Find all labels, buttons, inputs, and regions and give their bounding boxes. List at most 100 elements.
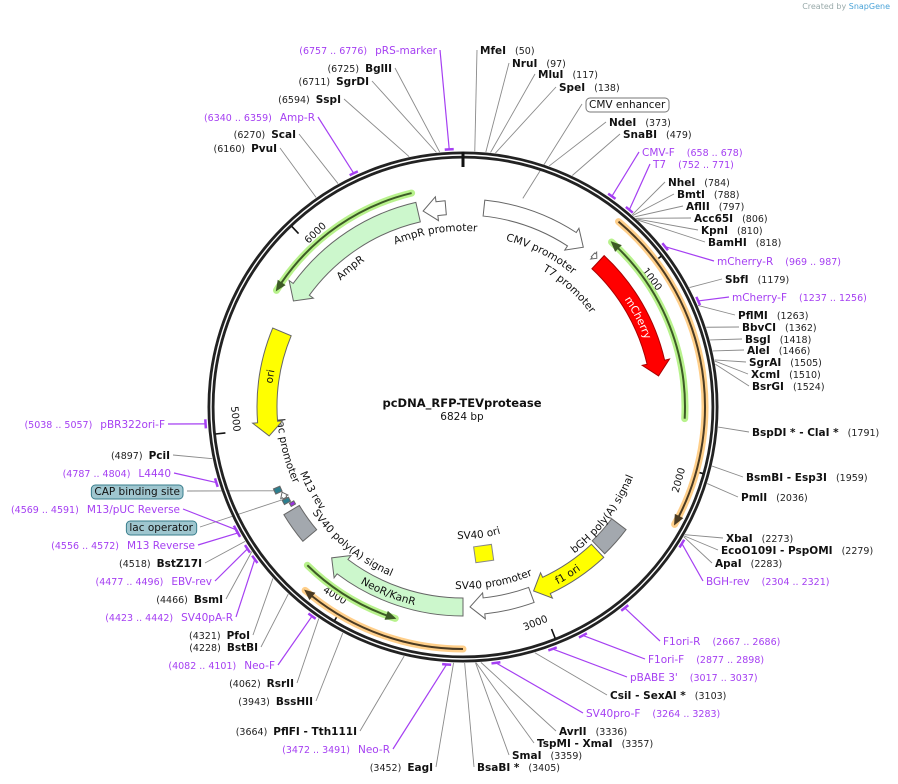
site-position: (4518): [119, 559, 151, 570]
enzyme-label-bamhi[interactable]: BamHI(818): [708, 237, 781, 249]
feature-orf-orange-1[interactable]: [615, 218, 709, 528]
leader-line: [624, 607, 661, 642]
feature-box-label-cap-binding-site[interactable]: CAP binding site: [90, 484, 184, 500]
enzyme-label-nrui[interactable]: NruI(97): [512, 58, 566, 70]
enzyme-label-tspmi-xmai[interactable]: TspMI - XmaI(3357): [537, 738, 653, 750]
enzyme-label-sgrai[interactable]: SgrAI(1505): [749, 357, 822, 369]
enzyme-label-pvui[interactable]: (6160)PvuI: [213, 143, 277, 155]
enzyme-label-bmti[interactable]: BmtI(788): [677, 189, 739, 201]
feature-mcherry[interactable]: mCherry: [591, 254, 671, 377]
primer-label-m13-reverse[interactable]: (4556 .. 4572)M13 Reverse: [51, 540, 195, 552]
site-name: BsgI: [745, 334, 771, 346]
primer-label-pbr322ori-f[interactable]: (5038 .. 5057)pBR322ori-F: [24, 419, 165, 431]
primer-label-cmv-f[interactable]: CMV-F(658 .. 678): [642, 147, 743, 159]
feature-cmv-promoter[interactable]: CMV promoter: [482, 199, 584, 277]
primer-label-f1ori-f[interactable]: F1ori-F(2877 .. 2898): [648, 654, 764, 666]
enzyme-label-xcmi[interactable]: XcmI(1510): [751, 369, 821, 381]
enzyme-label-sspi[interactable]: (6594)SspI: [278, 94, 341, 106]
feature-box-label-cmv-enhancer[interactable]: CMV enhancer: [585, 97, 670, 113]
enzyme-label-spei[interactable]: SpeI(138): [559, 82, 620, 94]
feature-sv40-ori[interactable]: SV40 ori: [457, 525, 502, 564]
primer-label-sv40pa-r[interactable]: (4423 .. 4442)SV40pA-R: [105, 612, 233, 624]
feature-ori[interactable]: ori: [251, 327, 292, 437]
primer-label-bgh-rev[interactable]: BGH-rev(2304 .. 2321): [706, 576, 829, 588]
feature-box-frame: [125, 520, 198, 536]
enzyme-label-csii-sexai[interactable]: CsiI - SexAI *(3103): [610, 690, 726, 702]
enzyme-label-bsgi[interactable]: BsgI(1418): [745, 334, 811, 346]
feature-lac-operator[interactable]: [281, 496, 292, 506]
enzyme-label-mfei[interactable]: MfeI(50): [480, 45, 535, 57]
enzyme-label-bglii[interactable]: (6725)BglII: [327, 63, 392, 75]
enzyme-label-bbvci[interactable]: BbvCI(1362): [742, 322, 817, 334]
primer-label-mcherry-f[interactable]: mCherry-F(1237 .. 1256): [732, 292, 867, 304]
enzyme-label-sgrdi[interactable]: (6711)SgrDI: [299, 76, 369, 88]
site-position: (1505): [790, 358, 822, 369]
enzyme-label-xbai[interactable]: XbaI(2273): [726, 533, 793, 545]
enzyme-label-kpni[interactable]: KpnI(810): [701, 225, 763, 237]
primer-label-ebv-rev[interactable]: (4477 .. 4496)EBV-rev: [96, 576, 213, 588]
leader-line: [714, 359, 747, 363]
enzyme-label-mlui[interactable]: MluI(117): [538, 69, 598, 81]
feature-orf-orange-2[interactable]: [301, 586, 467, 653]
enzyme-label-scai[interactable]: (6270)ScaI: [234, 129, 296, 141]
enzyme-label-pflmi[interactable]: PflMI(1263): [738, 310, 808, 322]
enzyme-label-bsmbi-esp3i[interactable]: BsmBI - Esp3I(1959): [746, 472, 868, 484]
enzyme-label-alei[interactable]: AleI(1466): [747, 345, 810, 357]
site-name: SmaI: [512, 750, 542, 762]
enzyme-label-pcii[interactable]: (4897)PciI: [111, 450, 170, 462]
enzyme-label-ecoo109i-pspomi[interactable]: EcoO109I - PspOMI(2279): [721, 545, 873, 557]
enzyme-label-apai[interactable]: ApaI(2283): [715, 558, 782, 570]
primer-label-mcherry-r[interactable]: mCherry-R(969 .. 987): [717, 256, 841, 268]
primer-label-amp-r[interactable]: (6340 .. 6359)Amp-R: [204, 112, 315, 124]
primer-site-mark: [678, 539, 686, 549]
feature-orf-green-1[interactable]: [608, 238, 689, 423]
feature-bgh-polya[interactable]: bGH poly(A) signal: [569, 473, 636, 556]
enzyme-label-bsrgi[interactable]: BsrGI(1524): [752, 381, 825, 393]
enzyme-label-avrii[interactable]: AvrII(3336): [559, 726, 627, 738]
enzyme-label-bsabi[interactable]: BsaBI *(3405): [477, 762, 560, 774]
site-name: XcmI: [751, 369, 780, 381]
feature-box-label-lac-operator[interactable]: lac operator: [125, 520, 198, 536]
enzyme-label-bspdi-clai[interactable]: BspDI * - ClaI *(1791): [752, 427, 879, 439]
feature-box-name: lac operator: [129, 522, 193, 534]
feature-neor-kanr[interactable]: NeoR/KanR: [331, 554, 464, 617]
enzyme-label-ndei[interactable]: NdeI(373): [609, 117, 671, 129]
feature-orf-green-3[interactable]: [272, 189, 416, 294]
svg-text:BbvCI(1362): BbvCI(1362): [742, 322, 817, 334]
primer-label-t7[interactable]: T7(752 .. 771): [652, 159, 734, 171]
enzyme-label-acc65i[interactable]: Acc65I(806): [694, 213, 768, 225]
primer-label-prs-marker[interactable]: (6757 .. 6776)pRS-marker: [299, 45, 437, 57]
enzyme-label-bsmi[interactable]: (4466)BsmI: [156, 594, 223, 606]
site-name: AleI: [747, 345, 770, 357]
enzyme-label-rsrii[interactable]: (4062)RsrII: [229, 678, 294, 690]
feature-cap-binding-site[interactable]: [272, 485, 283, 495]
primer-label-f1ori-r[interactable]: F1ori-R(2667 .. 2686): [663, 636, 780, 648]
primer-label-neo-f[interactable]: (4082 .. 4101)Neo-F: [168, 660, 275, 672]
primer-site-mark: [243, 544, 252, 554]
leader-line: [707, 483, 739, 498]
enzyme-label-aflii[interactable]: AflII(797): [686, 201, 744, 213]
primer-label-m13-puc-reverse[interactable]: (4569 .. 4591)M13/pUC Reverse: [11, 504, 180, 516]
feature-f1-ori[interactable]: f1 ori: [532, 543, 605, 600]
enzyme-label-pfoi[interactable]: (4321)PfoI: [189, 630, 250, 642]
site-position: (373): [645, 118, 671, 129]
enzyme-label-eagi[interactable]: (3452)EagI: [370, 762, 433, 774]
enzyme-label-bstz17i[interactable]: (4518)BstZ17I: [119, 558, 202, 570]
primer-label-l4440[interactable]: (4787 .. 4804)L4440: [63, 468, 171, 480]
enzyme-label-pmli[interactable]: PmlI(2036): [741, 492, 808, 504]
primer-label-sv40pro-f[interactable]: SV40pro-F(3264 .. 3283): [586, 708, 720, 720]
site-position: (6160): [213, 144, 245, 155]
enzyme-label-nhei[interactable]: NheI(784): [668, 177, 730, 189]
feature-orf-green-2[interactable]: [303, 561, 399, 622]
svg-text:(3472 .. 3491)Neo-R: (3472 .. 3491)Neo-R: [282, 744, 390, 756]
enzyme-label-bsshii[interactable]: (3943)BssHII: [238, 696, 313, 708]
enzyme-label-bstbi[interactable]: (4228)BstBI: [189, 642, 258, 654]
primer-label-pbabe-3[interactable]: pBABE 3'(3017 .. 3037): [630, 672, 758, 684]
enzyme-label-smai[interactable]: SmaI(3359): [512, 750, 582, 762]
enzyme-label-sbfi[interactable]: SbfI(1179): [725, 274, 789, 286]
site-position: (2036): [776, 493, 808, 504]
enzyme-label-pflfi-tth111i[interactable]: (3664)PflFI - Tth111I: [236, 726, 357, 738]
primer-label-neo-r[interactable]: (3472 .. 3491)Neo-R: [282, 744, 390, 756]
feature-sv40-promoter[interactable]: SV40 promoter: [455, 567, 535, 620]
enzyme-label-snabi[interactable]: SnaBI(479): [623, 129, 692, 141]
